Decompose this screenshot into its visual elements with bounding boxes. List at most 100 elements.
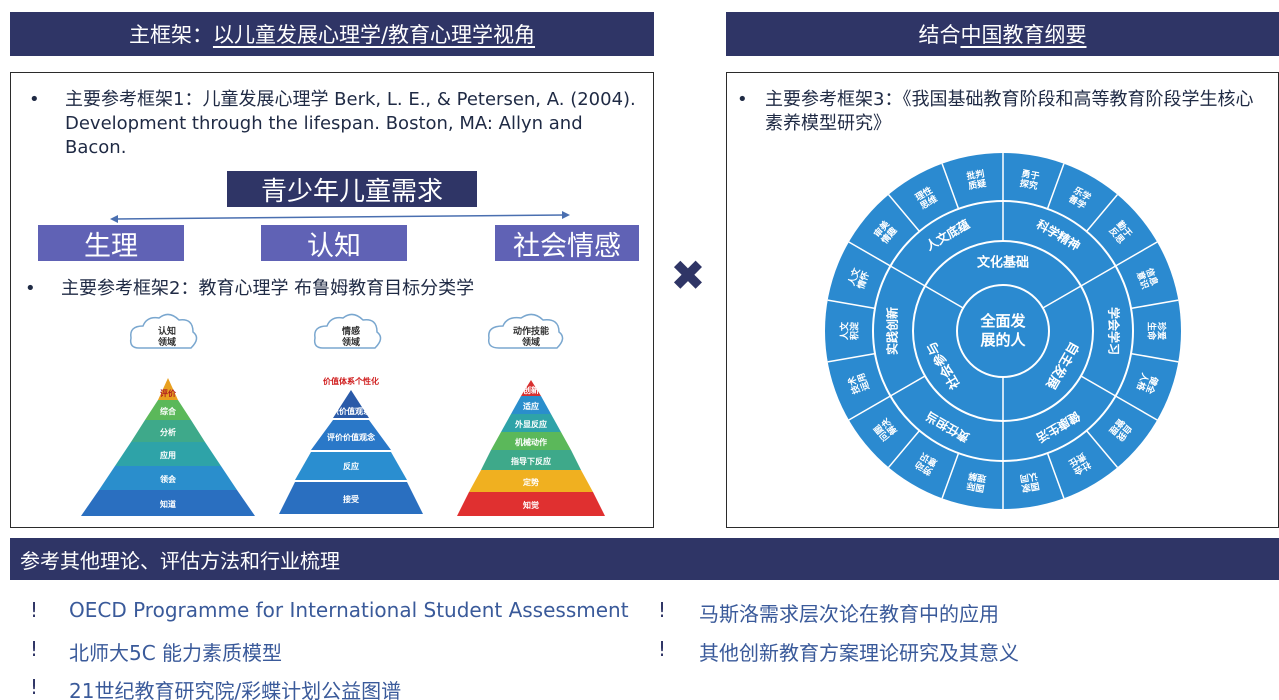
pyr3-level6: 知觉 — [523, 500, 539, 510]
wheel-quality-divider — [1080, 265, 1116, 287]
category-cognition: 认知 — [261, 225, 407, 262]
pyr1-level3: 应用 — [160, 450, 176, 460]
wheel-quality-label: 实践创新 — [885, 307, 900, 355]
pyr1-level4: 领会 — [160, 474, 176, 484]
ref-item-oecd: ! OECD Programme for International Stude… — [10, 598, 629, 622]
pyr3-level1: 适应 — [523, 401, 539, 411]
cloud-affective-line1: 情感 — [341, 325, 360, 337]
wheel-point-label: 勇于探究 — [1019, 168, 1040, 192]
ref-item-21st-century: ! 21世纪教育研究院/彩蝶计划公益图谱 — [10, 675, 401, 700]
pyr3-tip: 创新 — [522, 385, 539, 395]
category-physiology-label: 生理 — [84, 230, 138, 262]
needs-connector — [110, 211, 570, 223]
wheel-point-divider — [888, 194, 921, 232]
wheel-point-divider — [1085, 194, 1118, 232]
pyr2-tip: 价值体系个性化 — [323, 376, 379, 386]
cloud-psychomotor-line1: 动作技能 — [513, 325, 549, 337]
pyr2-level4: 接受 — [343, 494, 359, 504]
cloud-affective-domain: 情感 领域 — [313, 313, 382, 349]
category-social-emotion: 社会情感 — [495, 225, 639, 262]
category-cognition-label: 认知 — [307, 230, 361, 262]
bullet-dot: • — [25, 278, 36, 299]
wheel-center-line1: 全面发 — [979, 312, 1026, 330]
left-section-header: 主框架： 以儿童发展心理学/教育心理学视角 — [10, 12, 654, 56]
ref-item-maslow: ! 马斯洛需求层次论在教育中的应用 — [640, 598, 999, 627]
cloud-cognitive-domain: 认知 领域 — [129, 313, 198, 349]
ref-item-bnu-5c: ! 北师大5C 能力素质模型 — [10, 637, 282, 666]
ref-text: OECD Programme for International Student… — [69, 598, 629, 622]
wheel-point-label: 人文积淀 — [838, 321, 860, 341]
wheel-quality-label: 学会学习 — [1107, 307, 1122, 355]
wheel-point-label: 批判质疑 — [965, 167, 988, 192]
wheel-point-divider — [848, 241, 891, 267]
ref-marker: ! — [30, 637, 39, 661]
bullet-dot: • — [737, 89, 748, 110]
cloud-affective-line2: 领域 — [342, 336, 360, 348]
ref-marker: ! — [658, 637, 667, 661]
ref-text: 北师大5C 能力素质模型 — [69, 641, 283, 665]
wheel-point-divider — [888, 430, 921, 468]
bloom-taxonomy-figure: 认知 领域 情感 领域 动作技能 领域 评价 综合 分析 应用 领会 知道 — [81, 313, 605, 516]
left-framework-panel: • 主要参考框架1：儿童发展心理学 Berk, L. E., & Peterse… — [10, 72, 654, 528]
right-section-header: 结合 中国教育纲要 — [726, 12, 1279, 56]
wheel-point-divider — [1046, 452, 1065, 499]
wheel-point-divider — [1115, 241, 1158, 267]
pyr1-level5: 知道 — [160, 499, 176, 509]
framework1-bullet: • 主要参考框架1：儿童发展心理学 Berk, L. E., & Peterse… — [29, 88, 639, 160]
ref-text: 马斯洛需求层次论在教育中的应用 — [699, 602, 999, 626]
left-header-prefix: 主框架： — [128, 23, 213, 47]
ref-marker: ! — [30, 675, 39, 699]
wheel-point-label: 国际理解 — [966, 470, 987, 494]
framework3-bullet: • 主要参考框架3：《我国基础教育阶段和高等教育阶段学生核心素养模型研究》 — [737, 88, 1267, 136]
framework1-text: 主要参考框架1：儿童发展心理学 Berk, L. E., & Petersen,… — [65, 89, 636, 158]
pyr2-level3: 反应 — [343, 461, 359, 471]
needs-title-box: 青少年儿童需求 — [227, 171, 477, 207]
pyr2-level2: 评价价值观念 — [327, 432, 375, 442]
pyr1-level1: 综合 — [160, 406, 177, 416]
framework2-bullet: • 主要参考框架2：教育心理学 布鲁姆教育目标分类学 — [25, 277, 645, 301]
right-framework-panel: • 主要参考框架3：《我国基础教育阶段和高等教育阶段学生核心素养模型研究》 理性… — [726, 72, 1279, 528]
pyr3-level2: 外显反应 — [515, 419, 547, 429]
wheel-point-label: 珍爱生命 — [1146, 322, 1168, 341]
ref-text: 21世纪教育研究院/彩蝶计划公益图谱 — [69, 679, 402, 700]
wheel-quality-divider — [890, 265, 926, 287]
cloud-psychomotor-domain: 动作技能 领域 — [487, 313, 564, 349]
wheel-point-divider — [1115, 395, 1158, 421]
pyramid-cognitive: 评价 综合 分析 应用 领会 知道 — [81, 378, 255, 516]
wheel-point-divider — [1130, 352, 1179, 363]
framework3-text: 主要参考框架3：《我国基础教育阶段和高等教育阶段学生核心素养模型研究》 — [765, 89, 1254, 134]
combine-cross-icon: ✖ — [670, 250, 706, 300]
wheel-point-divider — [827, 352, 876, 363]
wheel-point-divider — [827, 299, 876, 310]
wheel-quality-divider — [890, 375, 926, 397]
wheel-point-divider — [1085, 430, 1118, 468]
ref-item-innovation: ! 其他创新教育方案理论研究及其意义 — [640, 637, 1019, 666]
core-competency-wheel: 理性思维批判质疑勇于探究乐学善学勤于反思信息意识珍爱生命健全人格自我管理社会责任… — [825, 153, 1181, 509]
wheel-quality-divider — [1080, 375, 1116, 397]
framework2-text: 主要参考框架2：教育心理学 布鲁姆教育目标分类学 — [61, 278, 475, 299]
pyramid-affective: 价值体系个性化 组织价值观系统 评价价值观念 反应 接受 — [279, 376, 423, 514]
wheel-point-divider — [1130, 299, 1179, 310]
wheel-center: 全面发 展的人 — [956, 284, 1050, 378]
wheel-point-divider — [1046, 163, 1065, 210]
cloud-cognitive-line1: 认知 — [158, 325, 176, 337]
pyr1-tip: 评价 — [160, 389, 177, 398]
pyr3-level3: 机械动作 — [515, 437, 547, 447]
left-header-underlined: 以儿童发展心理学/教育心理学视角 — [212, 23, 536, 47]
wheel-center-line2: 展的人 — [980, 331, 1026, 349]
pyr3-level4: 指导下反应 — [511, 456, 551, 466]
wheel-point-label: 国家认同 — [1018, 470, 1041, 495]
wheel-domain-label: 文化基础 — [977, 255, 1029, 271]
wheel-point-divider — [848, 395, 891, 421]
ref-marker: ! — [30, 598, 39, 622]
category-physiology: 生理 — [38, 225, 184, 262]
wheel-domain-divider — [1042, 285, 1082, 309]
right-header-prefix: 结合 — [918, 23, 961, 47]
wheel-point-divider — [941, 163, 960, 210]
bullet-dot: • — [29, 89, 40, 110]
wheel-point-divider — [941, 452, 960, 499]
cloud-psychomotor-line2: 领域 — [522, 336, 540, 348]
ref-text: 其他创新教育方案理论研究及其意义 — [699, 641, 1019, 665]
cloud-cognitive-line2: 领域 — [158, 336, 176, 348]
pyr1-level2: 分析 — [160, 427, 176, 437]
